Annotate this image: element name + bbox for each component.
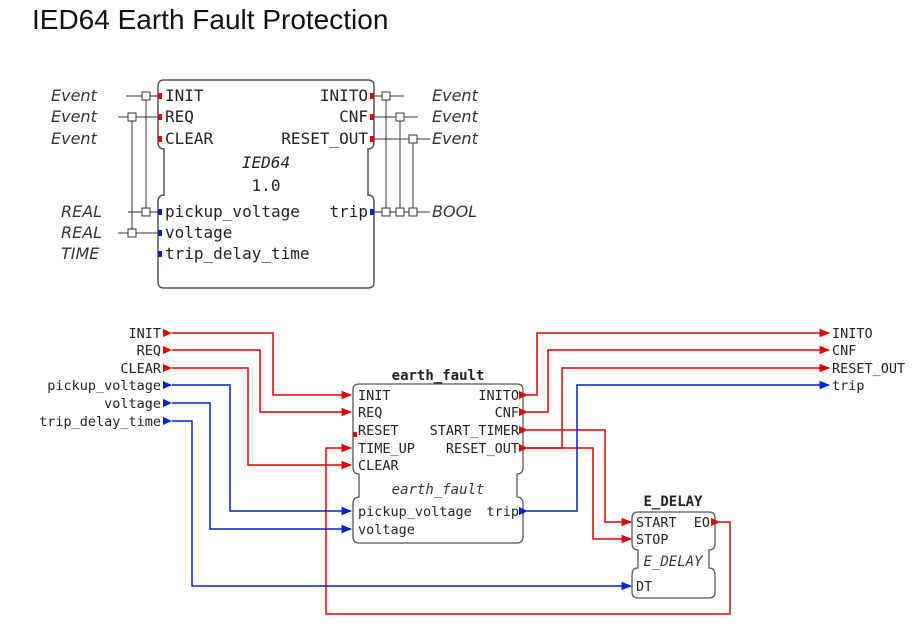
earth-fault-block-outline	[352, 383, 524, 544]
earth-fault-port-clear: CLEAR	[358, 458, 400, 474]
ied64-block-version: 1.0	[252, 176, 281, 195]
network-input-label: pickup_voltage	[47, 378, 161, 394]
data-pin-marker	[163, 417, 172, 425]
ied64-type-init: Event	[51, 86, 98, 105]
ied64-block-outline	[157, 79, 375, 289]
ied64-port-pickup-voltage: pickup_voltage	[165, 202, 300, 221]
network-output-cnf[interactable]: CNF	[832, 343, 856, 359]
ied64-port-reset-out: RESET_OUT	[281, 129, 368, 148]
earth-fault-block[interactable]: earth_fault earth_fault INIT REQ RESET T…	[352, 368, 528, 544]
earth-fault-port-voltage: voltage	[358, 522, 415, 538]
data-pin-marker	[163, 399, 172, 407]
ied64-type-cnf: Event	[432, 107, 479, 126]
network-input-req[interactable]: REQ	[137, 343, 172, 359]
e-delay-block[interactable]: E_DELAY E_DELAY START STOP DT EO	[631, 494, 720, 599]
ied64-port-trip-delay-time: trip_delay_time	[165, 244, 310, 263]
e-delay-port-dt: DT	[636, 579, 652, 595]
data-connections	[172, 380, 831, 591]
ied64-port-init: INIT	[165, 86, 204, 105]
network-input-label: REQ	[137, 343, 161, 359]
ied64-interface-block[interactable]: INIT REQ CLEAR pickup_voltage voltage tr…	[51, 79, 479, 289]
network-input-label: CLEAR	[120, 361, 162, 377]
earth-fault-port-start-timer: START_TIMER	[430, 423, 520, 439]
network-input-label: voltage	[104, 396, 161, 412]
earth-fault-instance-name: earth_fault	[392, 368, 485, 384]
e-delay-port-eo: EO	[694, 515, 710, 531]
event-pin-marker	[163, 329, 172, 337]
ied64-type-voltage: REAL	[61, 223, 102, 242]
network-input-clear[interactable]: CLEAR	[120, 361, 172, 377]
earth-fault-port-cnf: CNF	[495, 405, 519, 421]
network-output-trip[interactable]: trip	[832, 378, 865, 394]
data-pin-marker	[163, 381, 172, 389]
network-input-label: trip_delay_time	[39, 414, 161, 430]
ied64-type-inito: Event	[432, 86, 479, 105]
event-pin-marker	[163, 364, 172, 372]
ied64-type-req: Event	[51, 107, 98, 126]
earth-fault-port-reset: RESET	[358, 423, 399, 439]
network-output-reset-out[interactable]: RESET_OUT	[832, 361, 905, 377]
e-delay-port-stop: STOP	[636, 532, 669, 548]
ied64-input-with-lines	[118, 91, 158, 238]
earth-fault-port-req: REQ	[358, 405, 382, 421]
earth-fault-port-reset-out: RESET_OUT	[446, 441, 519, 457]
ied64-output-with-lines	[374, 91, 430, 217]
ied64-port-voltage: voltage	[165, 223, 232, 242]
earth-fault-port-init: INIT	[358, 388, 391, 404]
ied64-port-cnf: CNF	[339, 107, 368, 126]
event-pin-marker	[163, 346, 172, 354]
earth-fault-type-name: earth_fault	[392, 482, 485, 498]
e-delay-block-outline	[631, 511, 716, 599]
page-title: IED64 Earth Fault Protection	[32, 4, 389, 35]
ied64-port-req: REQ	[165, 107, 194, 126]
earth-fault-port-trip: trip	[486, 504, 519, 520]
network-input-pickup-voltage[interactable]: pickup_voltage	[47, 378, 172, 394]
earth-fault-port-pickup-voltage: pickup_voltage	[358, 504, 472, 520]
ied64-port-markers	[158, 93, 374, 257]
network-input-label: INIT	[128, 326, 161, 342]
network-input-init[interactable]: INIT	[128, 326, 172, 342]
ied64-type-reset-out: Event	[432, 129, 479, 148]
network-output-inito[interactable]: INITO	[832, 326, 873, 342]
e-delay-type-name: E_DELAY	[643, 554, 704, 570]
ied64-type-trip-delay-time: TIME	[61, 244, 100, 263]
ied64-type-clear: Event	[51, 129, 98, 148]
network-input-voltage[interactable]: voltage	[104, 396, 172, 412]
e-delay-eo-marker	[711, 518, 720, 526]
e-delay-port-start: START	[636, 515, 677, 531]
ied64-type-trip: BOOL	[432, 202, 477, 221]
earth-fault-port-markers	[353, 391, 528, 515]
earth-fault-port-inito: INITO	[478, 388, 519, 404]
ied64-type-pickup-voltage: REAL	[61, 202, 102, 221]
network-input-trip-delay-time[interactable]: trip_delay_time	[39, 414, 172, 430]
ied64-port-clear: CLEAR	[165, 129, 214, 148]
e-delay-instance-name: E_DELAY	[643, 494, 703, 510]
ied64-port-inito: INITO	[320, 86, 368, 105]
ied64-port-trip: trip	[329, 202, 368, 221]
ied64-block-type: IED64	[242, 153, 290, 172]
event-connections	[172, 328, 831, 615]
earth-fault-port-time-up: TIME_UP	[358, 441, 415, 457]
